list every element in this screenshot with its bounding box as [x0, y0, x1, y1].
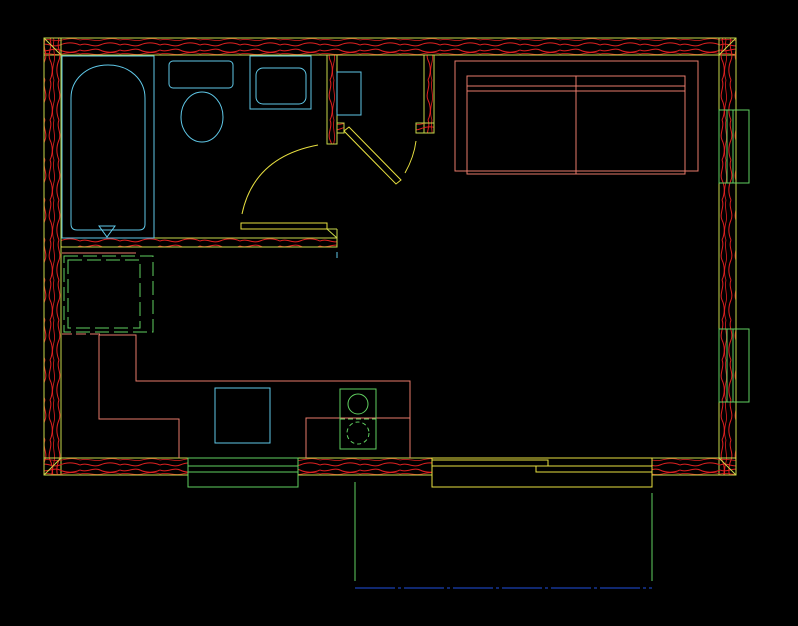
closet-door-leaf	[343, 126, 402, 185]
closet-cabinet	[336, 71, 362, 116]
drain-icon	[98, 225, 116, 238]
wall-bottom-right	[651, 457, 737, 476]
bathroom-wall-vertical	[326, 54, 338, 145]
wall-right	[718, 37, 737, 476]
table-outer	[63, 255, 154, 333]
doors	[240, 126, 417, 230]
bathtub-basin	[70, 64, 146, 231]
toilet-tank	[168, 60, 234, 89]
interior-walls	[60, 54, 435, 258]
wall-bottom-left	[43, 457, 189, 476]
window-right-upper	[718, 109, 750, 184]
window-bottom	[187, 457, 299, 488]
burner-icon	[347, 393, 369, 415]
kitchen	[98, 334, 411, 458]
burner-dashed-icon	[346, 421, 370, 445]
patio-deck	[354, 482, 653, 589]
closet-wall-vertical	[423, 54, 435, 134]
table-inner	[67, 259, 141, 329]
kitchen-counter-inner	[98, 335, 180, 458]
window-right-lower	[718, 328, 750, 403]
toilet-bowl	[180, 91, 224, 143]
bathtub	[61, 55, 155, 239]
bathroom-wall-horizontal	[60, 237, 338, 248]
wall-left	[43, 37, 62, 476]
refrigerator	[214, 387, 271, 444]
bathroom-door-leaf	[240, 222, 328, 230]
sink-basin	[255, 67, 307, 105]
bathroom	[61, 55, 362, 239]
closet-door-swing	[404, 140, 417, 174]
wall-bottom-mid	[297, 457, 433, 476]
windows	[187, 109, 750, 488]
kitchen-counter	[99, 334, 411, 458]
dining-table	[62, 252, 154, 335]
wall-top	[43, 37, 737, 56]
exterior-walls	[43, 37, 737, 476]
bathroom-door-swing	[241, 144, 319, 215]
sofa	[454, 60, 699, 175]
sliding-door-panel-left	[431, 459, 549, 467]
sink-counter	[249, 55, 312, 110]
sliding-door	[431, 457, 653, 488]
sliding-door-panel-right	[535, 465, 653, 473]
